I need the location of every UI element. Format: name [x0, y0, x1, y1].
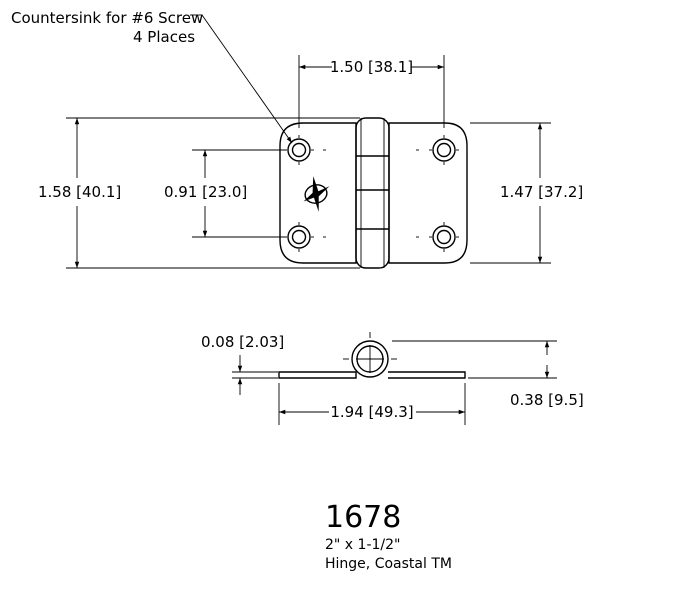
hinge-top-view: [279, 117, 468, 269]
dim-hole-spacing: 1.50 [38.1]: [298, 55, 445, 128]
dim-open-width-label: 1.94 [49.3]: [330, 403, 413, 421]
dim-leaf-height: 1.47 [37.2]: [470, 122, 583, 264]
dim-open-width: 1.94 [49.3]: [278, 383, 466, 425]
dim-thickness-label: 0.08 [2.03]: [201, 333, 284, 351]
part-description: Hinge, Coastal TM: [325, 556, 452, 572]
dim-hole-vertical-label: 0.91 [23.0]: [164, 183, 247, 201]
left-leaf: [279, 122, 357, 264]
dim-hole-vertical: 0.91 [23.0]: [164, 149, 287, 238]
countersink-hole-top-right: [416, 135, 459, 165]
dim-overall-height-label: 1.58 [40.1]: [38, 183, 121, 201]
dim-hole-spacing-label: 1.50 [38.1]: [330, 58, 413, 76]
dim-thickness: 0.08 [2.03]: [201, 333, 284, 395]
side-knuckle: [351, 340, 389, 378]
countersink-hole-bottom-right: [416, 222, 459, 252]
dim-knuckle-height: 0.38 [9.5]: [392, 340, 584, 409]
brand-logo-icon: [303, 176, 330, 212]
knuckle-barrel: [355, 117, 390, 269]
callout-label-line1: Countersink for #6 Screw: [11, 9, 203, 27]
part-number: 1678: [325, 500, 402, 535]
side-leaf-left: [278, 371, 357, 379]
right-leaf: [388, 122, 468, 264]
callout-label-line2: 4 Places: [133, 28, 195, 46]
side-leaf-right: [388, 371, 466, 379]
part-size: 2" x 1-1/2": [325, 537, 401, 553]
countersink-hole-top-left: [284, 135, 326, 165]
dim-overall-height: 1.58 [40.1]: [38, 117, 360, 269]
hinge-side-view: [278, 332, 466, 379]
dim-leaf-height-label: 1.47 [37.2]: [500, 183, 583, 201]
dim-knuckle-height-label: 0.38 [9.5]: [510, 391, 584, 409]
title-block: 1678 2" x 1-1/2" Hinge, Coastal TM: [325, 500, 452, 574]
callout-leader: [190, 14, 293, 144]
countersink-hole-bottom-left: [284, 222, 326, 252]
